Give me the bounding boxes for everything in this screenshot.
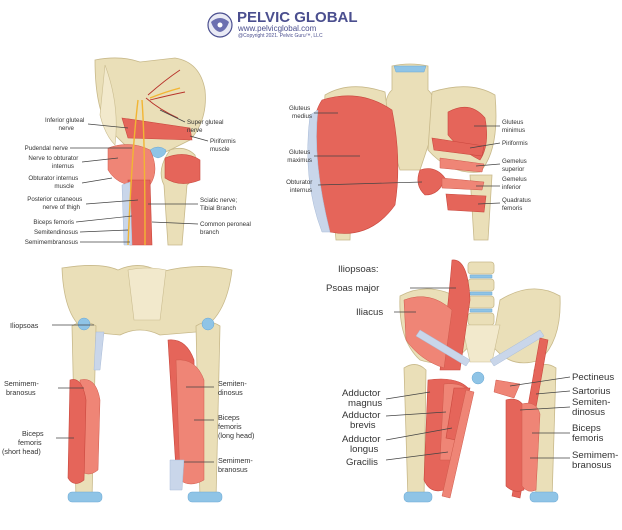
biceps-femoris-muscle-4	[521, 402, 541, 492]
hamstring-tendon	[121, 181, 133, 246]
disc-cartilage	[393, 65, 427, 73]
brand-copyright: @Copyright 2021. Pelvic Guru™, LLC	[238, 33, 323, 39]
label-obturator-internus-2: Obturator internus	[286, 179, 314, 194]
lumbar-spine	[467, 261, 495, 326]
semimembranosus-tendon	[169, 459, 185, 491]
label-sciatic-nerve: Sciatic nerve; Tibial Branch	[200, 197, 239, 212]
left-femur-bone-4	[403, 364, 427, 501]
label-psoas-major: Psoas major	[326, 283, 380, 294]
obturator-internus-muscle	[107, 144, 156, 187]
label-semitendinosus: Semitendinosus	[34, 229, 78, 236]
right-knee-cartilage	[187, 491, 223, 503]
pelvis-logo-icon	[207, 12, 233, 38]
quadratus-femoris-muscle	[445, 193, 487, 213]
label-semitendinosus-4: Semiten- dinosus	[572, 397, 613, 418]
obturator-internus-muscle-2	[417, 168, 446, 196]
label-biceps-femoris-4: Biceps femoris	[572, 423, 604, 444]
label-gracilis: Gracilis	[346, 457, 378, 468]
gluteal-tendon	[307, 109, 331, 233]
label-adductor-longus: Adductor longus	[342, 434, 383, 455]
header-logo: PELVIC GLOBAL www.pelvicglobal.com @Copy…	[207, 9, 358, 39]
label-adductor-brevis: Adductor brevis	[342, 410, 383, 431]
brand-name: PELVIC GLOBAL	[237, 9, 358, 26]
piriformis-muscle-2	[431, 137, 485, 157]
pubic-cartilage	[471, 371, 485, 385]
gracilis-muscle	[441, 389, 475, 499]
gemelus-superior-muscle	[439, 157, 485, 173]
quadratus-muscle	[164, 154, 201, 184]
biceps-short-muscle	[67, 379, 87, 484]
inguinal-ligament-right	[489, 329, 545, 367]
label-pudendal-nerve: Pudendal nerve	[25, 145, 69, 152]
left-hip-cartilage	[77, 317, 91, 331]
label-semitendinosus-3: Semiten- dinosus	[218, 379, 249, 397]
label-sartorius: Sartorius	[572, 386, 611, 397]
label-quadratus-femoris: Quadratus femoris	[502, 197, 533, 212]
right-hip-cartilage	[201, 317, 215, 331]
sacrum-bone-3	[127, 267, 167, 321]
panel-posterior-nerves: Inferior gluteal nerve Pudendal nerve Ne…	[25, 57, 253, 246]
label-piriformis-muscle: Piriformis muscle	[210, 138, 238, 153]
label-gluteus-maximus: Gluteus maximus	[287, 149, 312, 164]
label-gemelus-superior: Gemelus superior	[502, 158, 529, 173]
label-piriformis-2: Piriformis	[502, 140, 528, 147]
label-nerve-obturator: Nerve to obturator internus	[28, 155, 80, 170]
label-pectineus: Pectineus	[572, 372, 614, 383]
biceps-long-muscle	[175, 359, 205, 485]
label-semimembranosus: Semimembranosus	[25, 239, 78, 246]
label-biceps-femoris: Biceps femoris	[33, 219, 74, 226]
label-iliopsoas-title: Iliopsoas:	[338, 264, 379, 275]
label-iliacus: Iliacus	[356, 307, 383, 318]
sacrum-bone-4	[461, 324, 501, 363]
label-semimembranosus-3: Semimem- branosus	[4, 379, 41, 397]
gluteal-vessels	[145, 69, 186, 119]
sciatic-nerve	[141, 99, 146, 246]
label-posterior-cutaneous: Posterior cutaneous nerve of thigh	[27, 196, 84, 211]
label-adductor-magnus: Adductor magnus	[342, 388, 383, 409]
piriformis-muscle	[121, 117, 193, 141]
label-obturator-internus: Obturator internus muscle	[28, 175, 80, 190]
label-inferior-gluteal-nerve: Inferior gluteal nerve	[45, 117, 86, 132]
label-common-peroneal: Common peroneal branch	[200, 221, 253, 236]
panel-anterior-hip: Iliopsoas: Psoas major Iliacus Adductor …	[326, 259, 621, 503]
panel-posterior-gluteals: Gluteus medius Gluteus maximus Obturator…	[286, 63, 533, 241]
semitendinosus-muscle-4	[505, 398, 527, 492]
left-knee-cartilage	[67, 491, 103, 503]
sacrum-bone	[99, 64, 117, 146]
label-gluteus-minimus: Gluteus minimus	[502, 119, 525, 134]
iliopsoas-tendon	[93, 331, 105, 371]
label-semimembranosus-4: Semimem- branosus	[572, 450, 621, 471]
label-biceps-short: Biceps femoris (short head)	[2, 429, 46, 456]
pectineus-muscle	[493, 379, 521, 399]
label-iliopsoas-3: Iliopsoas	[10, 321, 39, 330]
label-superior-gluteal-nerve: Super gluteal nerve	[187, 119, 225, 134]
brand-url: www.pelvicglobal.com	[237, 24, 317, 33]
right-ilium-bone-4	[491, 288, 561, 364]
label-biceps-long: Biceps femoris (long head)	[218, 413, 254, 440]
left-knee-cartilage-4	[403, 491, 433, 503]
iliacus-muscle	[403, 296, 453, 369]
superior-gluteal-nerve	[149, 87, 181, 99]
label-semimembranosus-3b: Semimem- branosus	[218, 456, 255, 474]
right-knee-cartilage-4	[529, 491, 559, 503]
panel-posterior-thighs: Iliopsoas Semimem- branosus Biceps femor…	[2, 265, 255, 503]
label-gluteus-medius: Gluteus medius	[289, 105, 312, 120]
inguinal-ligament-left	[415, 329, 471, 367]
posterior-cutaneous-nerve	[127, 99, 139, 246]
label-gemelus-inferior: Gemelus inferior	[502, 176, 529, 191]
gemelus-inferior-muscle	[441, 177, 485, 191]
